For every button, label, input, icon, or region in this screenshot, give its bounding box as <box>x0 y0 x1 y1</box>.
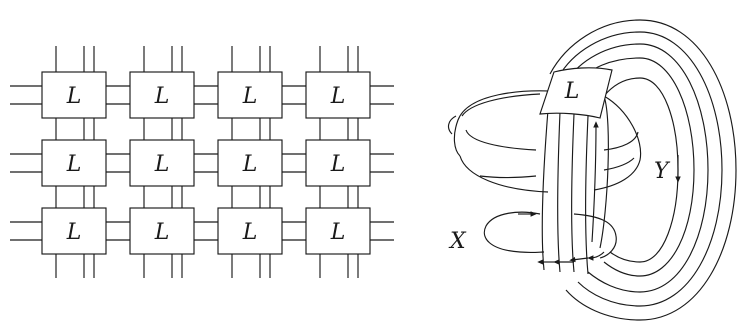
l-tile-label: L <box>242 220 258 245</box>
l-tile-label: L <box>154 152 170 177</box>
knot-figure: L Y X <box>447 19 737 321</box>
vertical-band-strands <box>541 95 609 275</box>
l-tile-label: L <box>330 152 346 177</box>
label-x: X <box>448 229 467 254</box>
l-tile-label: L <box>66 152 82 177</box>
l-tile <box>217 139 283 187</box>
l-tile-label: L <box>330 84 346 109</box>
l-tile-label: L <box>242 152 258 177</box>
outer-band-arcs <box>549 19 737 321</box>
band-arrows <box>537 251 605 265</box>
l-tile-label: L <box>330 220 346 245</box>
l-tile <box>41 71 107 119</box>
l-tile-label: L <box>242 84 258 109</box>
l-tile-label: L <box>154 220 170 245</box>
l-tile <box>305 71 371 119</box>
l-tile <box>41 139 107 187</box>
l-tile-label: L <box>66 220 82 245</box>
l-tile <box>129 71 195 119</box>
l-label-right: L <box>564 79 580 104</box>
tile-grid: L L L L L L L L L L L L <box>10 46 394 278</box>
l-tile <box>217 207 283 255</box>
l-tile-label: L <box>66 84 82 109</box>
l-tile <box>305 139 371 187</box>
l-tile <box>129 139 195 187</box>
label-y: Y <box>654 159 671 184</box>
torus-tube <box>447 90 642 193</box>
loop-x <box>483 211 617 259</box>
l-tile-right: L <box>539 67 613 119</box>
l-tile <box>305 207 371 255</box>
l-tile <box>129 207 195 255</box>
l-tile-label: L <box>154 84 170 109</box>
l-tile <box>217 71 283 119</box>
l-tile <box>41 207 107 255</box>
